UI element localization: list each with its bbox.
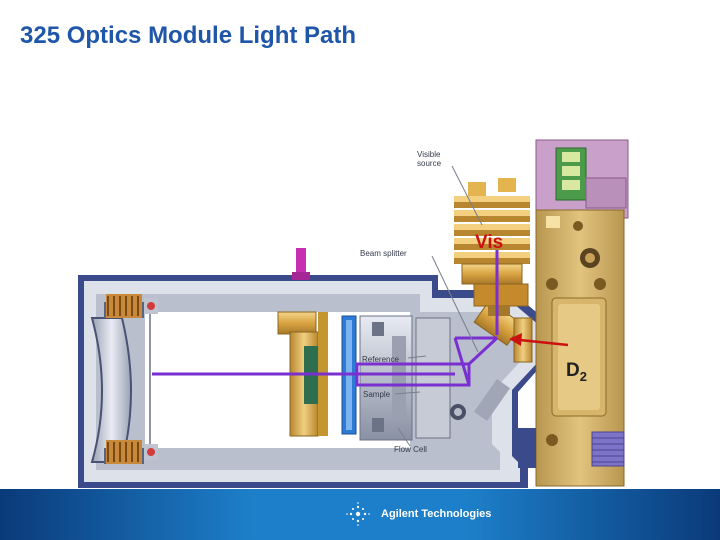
beam-splitter-post	[296, 248, 306, 280]
visible-lamp-heatsink	[454, 178, 530, 316]
label-vis: Vis	[475, 232, 503, 253]
label-d2-subscript: 2	[580, 369, 587, 384]
flow-cell-block	[359, 315, 413, 441]
mirror-assembly	[415, 317, 511, 439]
label-visible-source-line2: source	[417, 159, 442, 168]
spring-bottom	[106, 440, 158, 464]
reference-sample-loop	[355, 362, 471, 387]
leader-lines	[394, 165, 483, 447]
page-title: 325 Optics Module Light Path	[20, 22, 357, 49]
label-reference: Reference	[362, 355, 399, 364]
label-beam-splitter: Beam splitter	[360, 249, 407, 258]
label-visible-source-line1: Visible	[417, 150, 441, 159]
spring-top	[106, 294, 158, 318]
agilent-spark-icon	[346, 502, 370, 526]
label-d2-main: D	[566, 360, 580, 381]
d2-lamp-plate	[518, 139, 629, 487]
label-d2: D2	[566, 360, 587, 384]
label-flow-cell: Flow Cell	[394, 445, 427, 454]
brand-logo: Agilent Technologies	[345, 500, 491, 528]
footer-bar: Agilent Technologies	[0, 489, 720, 540]
brand-name: Agilent Technologies	[381, 508, 492, 520]
light-path	[152, 250, 499, 387]
d2-arrow	[509, 333, 569, 347]
label-sample: Sample	[363, 390, 391, 399]
optics-module-diagram: Visible source Beam splitter Reference S…	[78, 139, 629, 488]
